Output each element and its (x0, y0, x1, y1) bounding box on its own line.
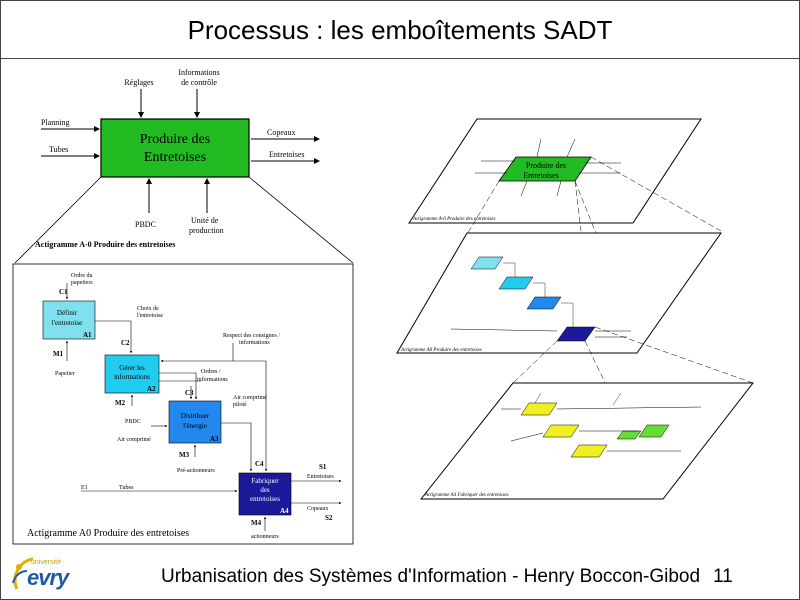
svg-text:Actigramme A4 Fabriquer des en: Actigramme A4 Fabriquer des entretoises (424, 493, 509, 498)
svg-text:Choix de: Choix de (137, 306, 159, 312)
control-label: Réglages (124, 78, 153, 87)
logo-text-top: université (31, 559, 61, 566)
svg-text:papetiers: papetiers (71, 280, 93, 286)
control-label: de contrôle (181, 78, 217, 87)
svg-text:Actigramme A-0 Produire des en: Actigramme A-0 Produire des entretoises (412, 217, 495, 222)
output-label: Entretoises (269, 150, 305, 159)
svg-text:Papetier: Papetier (55, 371, 75, 377)
svg-text:Pré-actionneurs: Pré-actionneurs (177, 468, 215, 474)
a0-box-label-1: Produire des (140, 132, 210, 147)
svg-text:l'entretoise: l'entretoise (137, 313, 163, 319)
svg-text:l'entretoise: l'entretoise (52, 319, 82, 327)
svg-text:Respect des consignes /: Respect des consignes / (223, 333, 280, 339)
svg-text:A2: A2 (147, 385, 156, 393)
input-label: Planning (41, 118, 69, 127)
svg-text:Copeaux: Copeaux (307, 506, 328, 512)
a0-detail-diagram: Définir l'entretoise A1 Gérer les inform… (12, 263, 354, 545)
svg-text:Définir: Définir (57, 309, 78, 317)
a0-context-diagram: Produire des Entretoises Réglages Inform… (14, 68, 354, 264)
svg-text:A4: A4 (280, 507, 289, 515)
svg-text:Fabriquer: Fabriquer (251, 477, 279, 485)
svg-text:Ordres /: Ordres / (201, 369, 221, 375)
svg-text:E1: E1 (81, 485, 88, 491)
logo-swoosh-icon (12, 557, 34, 590)
svg-text:informations: informations (239, 339, 270, 346)
activity-a4 (238, 472, 292, 516)
activity-a3 (168, 400, 222, 444)
svg-text:C2: C2 (121, 339, 130, 347)
svg-text:des: des (260, 486, 270, 494)
svg-text:Tubes: Tubes (119, 485, 134, 491)
input-label: Tubes (49, 145, 68, 154)
mechanism-label: PBDC (135, 220, 156, 229)
svg-text:Entretoises: Entretoises (523, 171, 559, 180)
svg-text:C3: C3 (185, 389, 194, 397)
slide-title: Processus : les emboîtements SADT (187, 15, 613, 45)
svg-text:entretoises: entretoises (250, 495, 280, 503)
svg-text:informations: informations (197, 376, 228, 383)
right-stack: Produire des Entretoises Actigramme A-0 … (396, 118, 755, 500)
control-label: Informations (178, 68, 219, 77)
title-band: Processus : les emboîtements SADT (1, 1, 799, 59)
slide-footer: Urbanisation des Systèmes d'Information … (161, 566, 701, 587)
output-label: Copeaux (267, 128, 295, 137)
svg-text:Produire des: Produire des (526, 161, 566, 170)
svg-text:piloté: piloté (233, 402, 247, 408)
svg-text:l'énergie: l'énergie (183, 422, 207, 430)
svg-text:Distribuer: Distribuer (181, 412, 210, 420)
svg-text:PBDC: PBDC (125, 419, 141, 425)
svg-text:C4: C4 (255, 460, 264, 468)
logo-text-main: evry (27, 565, 69, 590)
a0-box (100, 118, 250, 178)
svg-text:A1: A1 (83, 331, 92, 339)
svg-text:M2: M2 (115, 399, 126, 407)
svg-text:informations: informations (114, 373, 150, 381)
svg-text:M1: M1 (53, 350, 64, 358)
svg-text:Ordre du: Ordre du (71, 273, 93, 279)
svg-text:S1: S1 (319, 463, 327, 471)
svg-text:Air comprimé: Air comprimé (117, 437, 151, 443)
svg-text:Air comprimé: Air comprimé (233, 395, 267, 401)
page-number: 11 (713, 566, 733, 587)
svg-text:actionneurs: actionneurs (251, 534, 279, 540)
svg-text:M3: M3 (179, 451, 190, 459)
detail-caption: Actigramme A0 Produire des entretoises (27, 528, 189, 539)
svg-text:Gérer les: Gérer les (119, 364, 145, 372)
university-logo: université evry (9, 553, 69, 597)
a0-box-label-2: Entretoises (144, 150, 206, 165)
mechanism-label: production (189, 226, 224, 235)
activity-a1 (42, 300, 96, 340)
svg-text:M4: M4 (251, 519, 262, 527)
svg-text:Entretoises: Entretoises (307, 474, 334, 480)
a0-caption: Actigramme A-0 Produire des entretoises (35, 240, 175, 249)
activity-a2 (104, 354, 160, 394)
svg-text:S2: S2 (325, 514, 333, 522)
svg-text:C1: C1 (59, 288, 68, 296)
svg-text:Actigramme A0 Produire des ent: Actigramme A0 Produire des entretoises (400, 348, 482, 353)
svg-text:A3: A3 (210, 435, 219, 443)
mechanism-label: Unité de (191, 216, 219, 225)
